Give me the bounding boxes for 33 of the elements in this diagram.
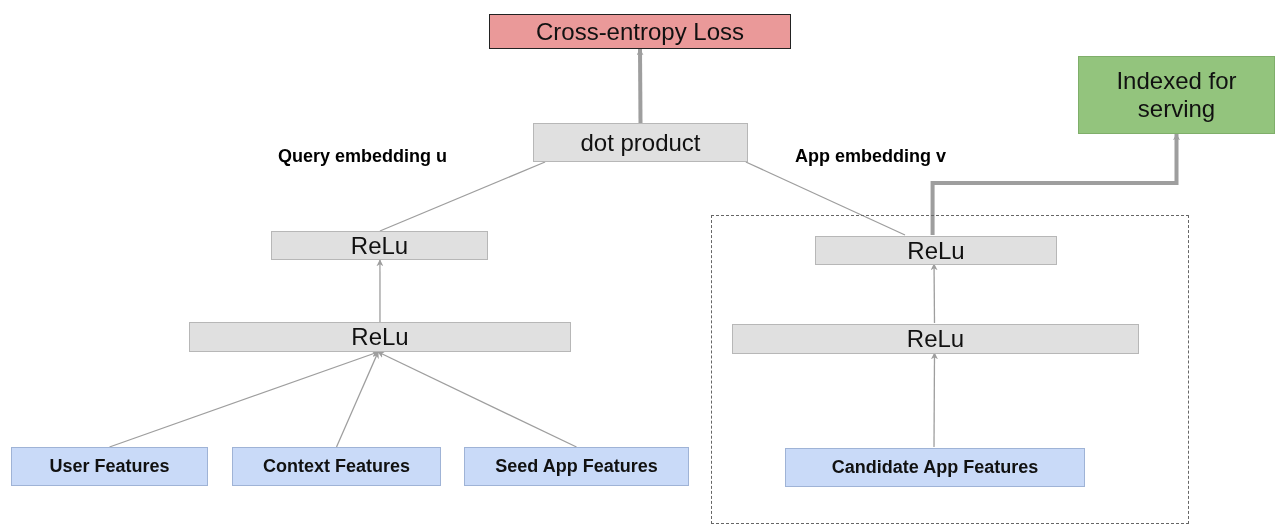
feature-box <box>232 447 441 486</box>
node-label: Cross-entropy Loss <box>534 17 746 46</box>
embedding-label: App embedding v <box>795 146 946 167</box>
layer-box <box>815 236 1057 265</box>
layer-box <box>533 123 748 162</box>
layer-box <box>271 231 488 260</box>
node-label: User Features <box>48 456 171 477</box>
node-label: Indexed for serving <box>1115 67 1238 123</box>
layer-box <box>732 324 1139 354</box>
arrow <box>636 48 644 123</box>
node-label: Context Features <box>261 456 411 477</box>
embedding-label: Query embedding u <box>278 146 448 167</box>
node-label: ReLu <box>906 236 966 265</box>
node-label: Seed App Features <box>494 456 659 477</box>
node-label: ReLu <box>350 323 410 351</box>
layer-box <box>189 322 571 352</box>
loss-box <box>489 14 791 49</box>
arrow <box>930 352 938 448</box>
node-label: Candidate App Features <box>830 457 1040 478</box>
feature-box <box>785 448 1085 487</box>
arrow <box>930 133 1180 235</box>
arrow <box>335 351 379 448</box>
arrow <box>376 259 384 323</box>
arrow <box>377 351 578 448</box>
arrow <box>108 350 379 448</box>
node-label: dot product <box>579 128 702 157</box>
node-label: ReLu <box>349 231 410 260</box>
dashed-group-box <box>711 215 1189 524</box>
node-label: ReLu <box>905 325 966 353</box>
output-box <box>1078 56 1275 134</box>
feature-box <box>464 447 689 486</box>
feature-box <box>11 447 208 486</box>
arrow <box>930 263 938 324</box>
